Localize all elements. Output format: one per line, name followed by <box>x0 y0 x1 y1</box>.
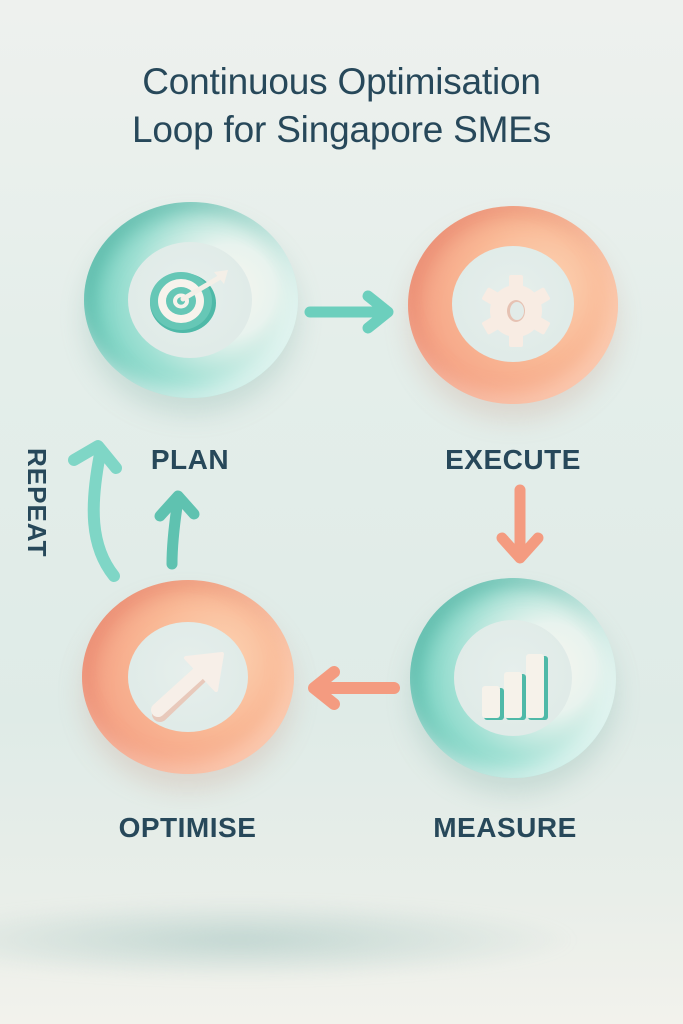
target-icon <box>150 270 228 333</box>
trend-up-arrow-icon <box>151 652 224 722</box>
repeat-label: REPEAT <box>22 448 52 558</box>
arrow-down-execute-to-measure <box>496 484 544 564</box>
step-label-optimise: OPTIMISE <box>118 812 257 843</box>
page-title: Continuous Optimisation Loop for Singapo… <box>0 58 683 154</box>
bar-chart-icon <box>482 654 548 720</box>
step-label-plan: PLAN <box>150 444 230 475</box>
title-line-1: Continuous Optimisation <box>142 61 541 102</box>
curved-repeat-arrow <box>68 440 122 582</box>
gear-icon <box>482 275 550 347</box>
arrow-right-plan-to-execute <box>304 290 394 334</box>
title-line-2: Loop for Singapore SMEs <box>131 109 552 150</box>
step-label-execute: EXECUTE <box>445 444 581 475</box>
arrow-left-measure-to-optimise <box>308 666 400 710</box>
floor-shadow <box>0 900 580 980</box>
arrow-up-optimise-to-plan <box>154 490 200 570</box>
step-label-measure: MEASURE <box>433 812 577 843</box>
